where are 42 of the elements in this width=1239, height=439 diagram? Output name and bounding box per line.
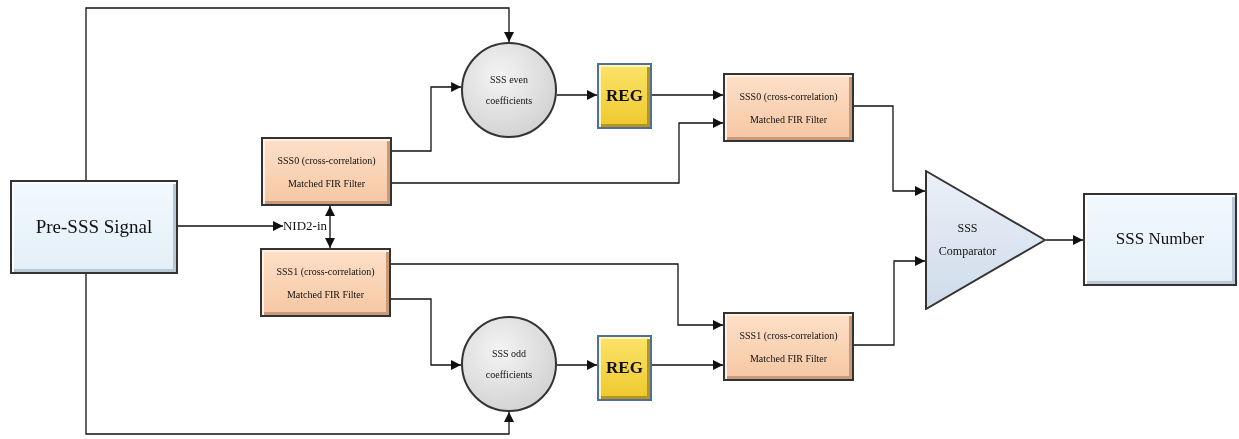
arrow: [391, 118, 724, 184]
box-label: REG: [606, 86, 643, 106]
box-label: SSS1 (cross-correlation): [739, 329, 838, 341]
box-label: Matched FIR Filter: [749, 352, 828, 364]
arrow: [853, 105, 926, 196]
arrow: [85, 7, 514, 181]
box-label: Pre-SSS Signal: [35, 214, 153, 239]
box-label: Comparator: [938, 244, 997, 259]
filter-box: [261, 137, 392, 206]
arrow: [177, 221, 284, 231]
arrow: [556, 360, 598, 370]
arrow: [390, 298, 462, 370]
output-box: [1083, 193, 1237, 286]
arrow: [853, 256, 926, 346]
register-box: [597, 335, 652, 401]
box-label: Matched FIR Filter: [749, 113, 828, 125]
box-label: Matched FIR Filter: [286, 288, 365, 300]
filter-box: [723, 312, 854, 381]
box-label: SSS1 (cross-correlation): [276, 265, 375, 277]
arrow: [1045, 235, 1084, 245]
filter-box: [260, 248, 391, 317]
arrow: [390, 263, 724, 330]
signal-box: [10, 180, 178, 274]
box-label: coefficients: [485, 369, 533, 380]
box-label: SSS: [957, 221, 978, 236]
box-label: SSS0 (cross-correlation): [739, 90, 838, 102]
arrow: [651, 360, 724, 370]
box-label: SSS even: [489, 74, 529, 85]
arrow: [391, 82, 462, 152]
box-label: SSS0 (cross-correlation): [277, 154, 376, 166]
box-label: coefficients: [485, 95, 533, 106]
arrow: [651, 90, 724, 100]
box-label: SSS Number: [1115, 228, 1205, 251]
filter-box: [723, 73, 854, 142]
box-label: REG: [606, 358, 643, 378]
arrow: [85, 273, 514, 435]
input-label: NID2-in: [283, 217, 327, 235]
arrow: [325, 205, 335, 249]
box-label: SSS odd: [491, 348, 527, 359]
box-label: Matched FIR Filter: [287, 177, 366, 189]
arrow: [556, 90, 598, 100]
register-box: [597, 63, 652, 129]
